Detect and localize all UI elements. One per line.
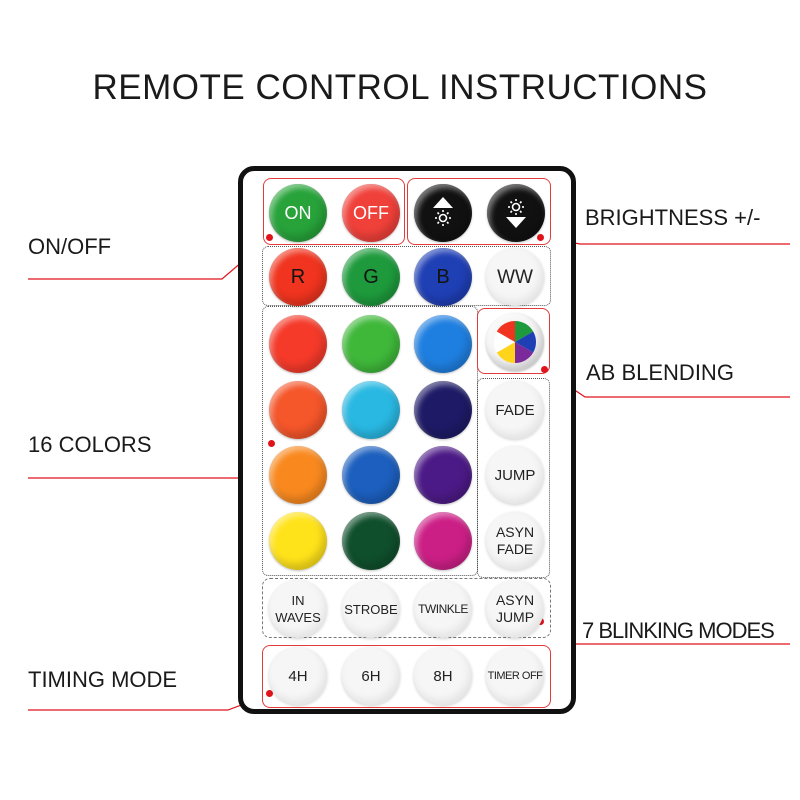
color-orange-red-button[interactable] — [269, 381, 327, 439]
strobe-button[interactable]: STROBE — [342, 580, 400, 638]
brightness-marker — [537, 234, 544, 241]
color-orange-button[interactable] — [269, 446, 327, 504]
color-blue-button[interactable] — [342, 446, 400, 504]
rgbw-group — [262, 246, 551, 306]
color-light-blue-button[interactable] — [414, 315, 472, 373]
timer-off-button[interactable]: TIMER OFF — [486, 647, 544, 705]
color-magenta-button[interactable] — [414, 512, 472, 570]
green-button[interactable]: G — [342, 248, 400, 306]
fade-button[interactable]: FADE — [486, 381, 544, 439]
color-purple-button[interactable] — [414, 446, 472, 504]
onoff-label: ON/OFF — [28, 234, 112, 259]
color-dark-green-button[interactable] — [342, 512, 400, 570]
timing-group — [262, 645, 551, 708]
jump-button[interactable]: JUMP — [486, 446, 544, 504]
ab-blending-button[interactable] — [486, 313, 544, 371]
blinking-group — [262, 578, 551, 638]
blue-button[interactable]: B — [414, 248, 472, 306]
asyn-fade-button[interactable]: ASYN FADE — [486, 512, 544, 570]
brightness-label: BRIGHTNESS +/- — [585, 205, 761, 230]
timing-mode-label: TIMING MODE — [28, 667, 178, 692]
brightness-up-button[interactable] — [414, 184, 472, 242]
red-button[interactable]: R — [269, 248, 327, 306]
color-wheel-icon — [493, 321, 537, 363]
ab-blending-label: AB BLENDING — [586, 360, 734, 385]
brightness-up-icon — [433, 197, 453, 226]
timer-6h-button[interactable]: 6H — [342, 647, 400, 705]
warm-white-button[interactable]: WW — [486, 248, 544, 306]
timer-4h-button[interactable]: 4H — [269, 647, 327, 705]
asyn-jump-button[interactable]: ASYN JUMP — [486, 580, 544, 638]
color-cyan-button[interactable] — [342, 381, 400, 439]
onoff-group — [263, 178, 405, 245]
color-red-button[interactable] — [269, 315, 327, 373]
brightness-group — [407, 178, 551, 245]
off-button[interactable]: OFF — [342, 184, 400, 242]
brightness-down-button[interactable] — [487, 184, 545, 242]
blinking-modes-label: 7 BLINKING MODES — [582, 618, 775, 643]
colors-marker — [268, 440, 275, 447]
colors16-label: 16 COLORS — [28, 432, 152, 457]
ab-marker — [541, 366, 548, 373]
on-button[interactable]: ON — [269, 184, 327, 242]
color-yellow-button[interactable] — [269, 512, 327, 570]
onoff-marker — [266, 234, 273, 241]
color-navy-button[interactable] — [414, 381, 472, 439]
modes-group — [477, 378, 550, 578]
timing-marker — [266, 690, 273, 697]
brightness-down-icon — [506, 199, 526, 228]
twinkle-button[interactable]: TWINKLE — [414, 580, 472, 638]
timer-8h-button[interactable]: 8H — [414, 647, 472, 705]
color-light-green-button[interactable] — [342, 315, 400, 373]
in-waves-button[interactable]: IN WAVES — [269, 580, 327, 638]
page-title: REMOTE CONTROL INSTRUCTIONS — [92, 68, 708, 107]
ab-blending-group — [477, 308, 550, 374]
